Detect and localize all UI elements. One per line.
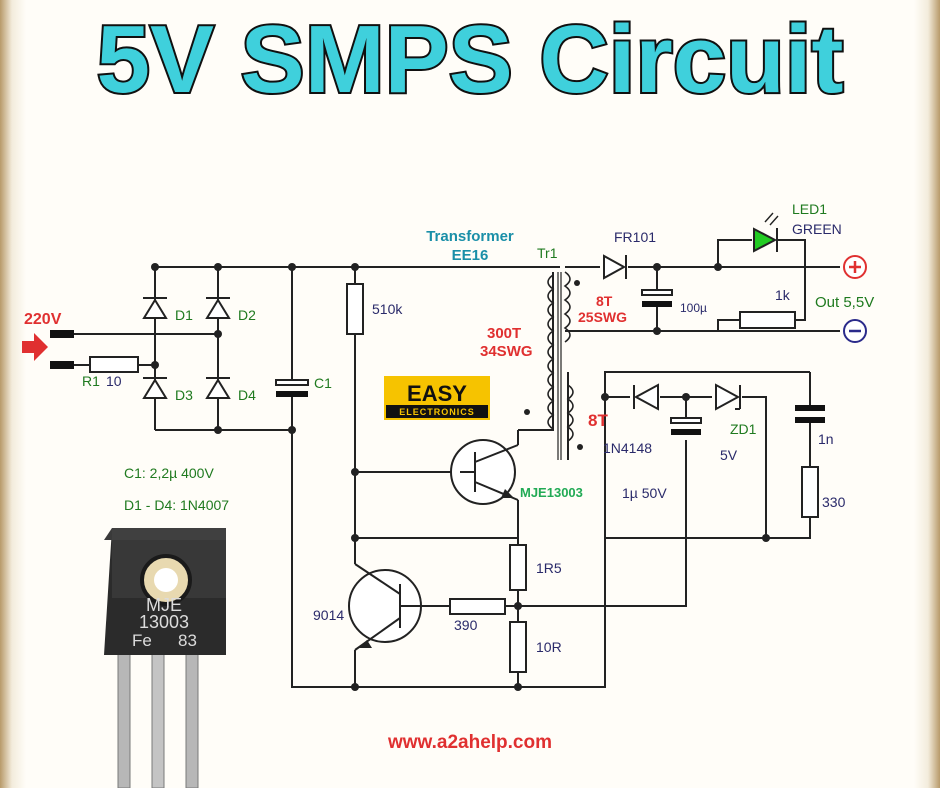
svg-text:390: 390	[454, 617, 478, 633]
secondary-turns: 8T	[596, 293, 613, 309]
svg-text:ZD1: ZD1	[730, 421, 757, 437]
svg-text:100µ: 100µ	[680, 301, 707, 315]
r1-label: R1	[82, 373, 100, 389]
junction-dots	[151, 263, 770, 691]
resistor-1k: 1k	[739, 287, 796, 329]
capacitor-1u: 1µ 50V	[622, 417, 702, 501]
transistor-9014: 9014	[313, 563, 422, 651]
diode-d1: D1	[142, 297, 193, 323]
svg-text:5V: 5V	[720, 447, 738, 463]
diode-d3: D3	[142, 377, 193, 403]
svg-text:D3: D3	[175, 387, 193, 403]
capacitor-1n: 1n	[795, 405, 834, 447]
resistor-1r5: 1R5	[509, 544, 562, 591]
svg-text:1n: 1n	[818, 431, 834, 447]
input-terminals: 220V	[22, 311, 74, 369]
svg-text:10R: 10R	[536, 639, 562, 655]
feedback-diode-label: 1N4148	[603, 440, 652, 456]
svg-text:510k: 510k	[372, 301, 403, 317]
svg-text:1k: 1k	[775, 287, 791, 303]
resistor-390: 390	[449, 598, 506, 633]
svg-text:1R5: 1R5	[536, 560, 562, 576]
diode-d4: D4	[205, 377, 256, 403]
r1-value: 10	[106, 373, 122, 389]
output-label: Out 5,5V	[815, 294, 874, 311]
mje13003-photo: MJE 13003 Fe 83	[104, 528, 226, 788]
transistor-mje13003: MJE13003	[450, 439, 583, 505]
svg-text:13003: 13003	[139, 612, 189, 632]
svg-text:330: 330	[822, 494, 846, 510]
website-url: www.a2ahelp.com	[387, 732, 552, 753]
diode-d2: D2	[205, 297, 256, 323]
tr1-label: Tr1	[537, 245, 558, 261]
transformer-model: EE16	[452, 247, 489, 264]
svg-text:Fe: Fe	[132, 631, 152, 650]
svg-text:EASY: EASY	[407, 381, 467, 406]
primary-wire: 34SWG	[480, 343, 533, 360]
resistor-330: 330	[801, 466, 846, 518]
svg-text:D4: D4	[238, 387, 256, 403]
diode-fr101: FR101	[603, 229, 656, 280]
svg-text:ELECTRONICS: ELECTRONICS	[399, 407, 475, 417]
transformer-tr1	[547, 271, 574, 460]
diodes-spec-note: D1 - D4: 1N4007	[124, 497, 229, 513]
diode-1n4148	[633, 383, 659, 411]
capacitor-100u: 100µ	[641, 289, 707, 315]
zener-zd1: ZD1 5V	[715, 383, 757, 463]
svg-text:LED1: LED1	[792, 201, 827, 217]
capacitor-c1: C1	[275, 375, 332, 397]
input-voltage-label: 220V	[24, 311, 62, 328]
svg-text:D2: D2	[238, 307, 256, 323]
page-title: 5V SMPS Circuit	[97, 6, 844, 113]
svg-text:MJE13003: MJE13003	[520, 485, 583, 500]
wiring	[72, 239, 840, 688]
resistor-r1: R1 10	[82, 356, 139, 389]
primary-turns: 300T	[487, 325, 521, 342]
svg-text:C1: C1	[314, 375, 332, 391]
input-arrow-icon	[22, 333, 48, 361]
svg-text:9014: 9014	[313, 607, 344, 623]
resistor-510k: 510k	[346, 283, 403, 335]
c1-spec-note: C1: 2,2µ 400V	[124, 465, 214, 481]
svg-text:1µ 50V: 1µ 50V	[622, 485, 667, 501]
transformer-label: Transformer	[426, 228, 514, 245]
brand-logo: EASY ELECTRONICS	[384, 376, 490, 420]
svg-text:83: 83	[178, 631, 197, 650]
led-green: LED1 GREEN	[753, 201, 842, 253]
output-terminals: Out 5,5V	[815, 255, 874, 343]
svg-text:D1: D1	[175, 307, 193, 323]
feedback-turns: 8T	[588, 411, 608, 430]
resistor-10r: 10R	[509, 621, 562, 673]
svg-text:FR101: FR101	[614, 229, 656, 245]
svg-text:MJE: MJE	[146, 595, 182, 615]
svg-text:GREEN: GREEN	[792, 221, 842, 237]
secondary-wire: 25SWG	[578, 309, 627, 325]
